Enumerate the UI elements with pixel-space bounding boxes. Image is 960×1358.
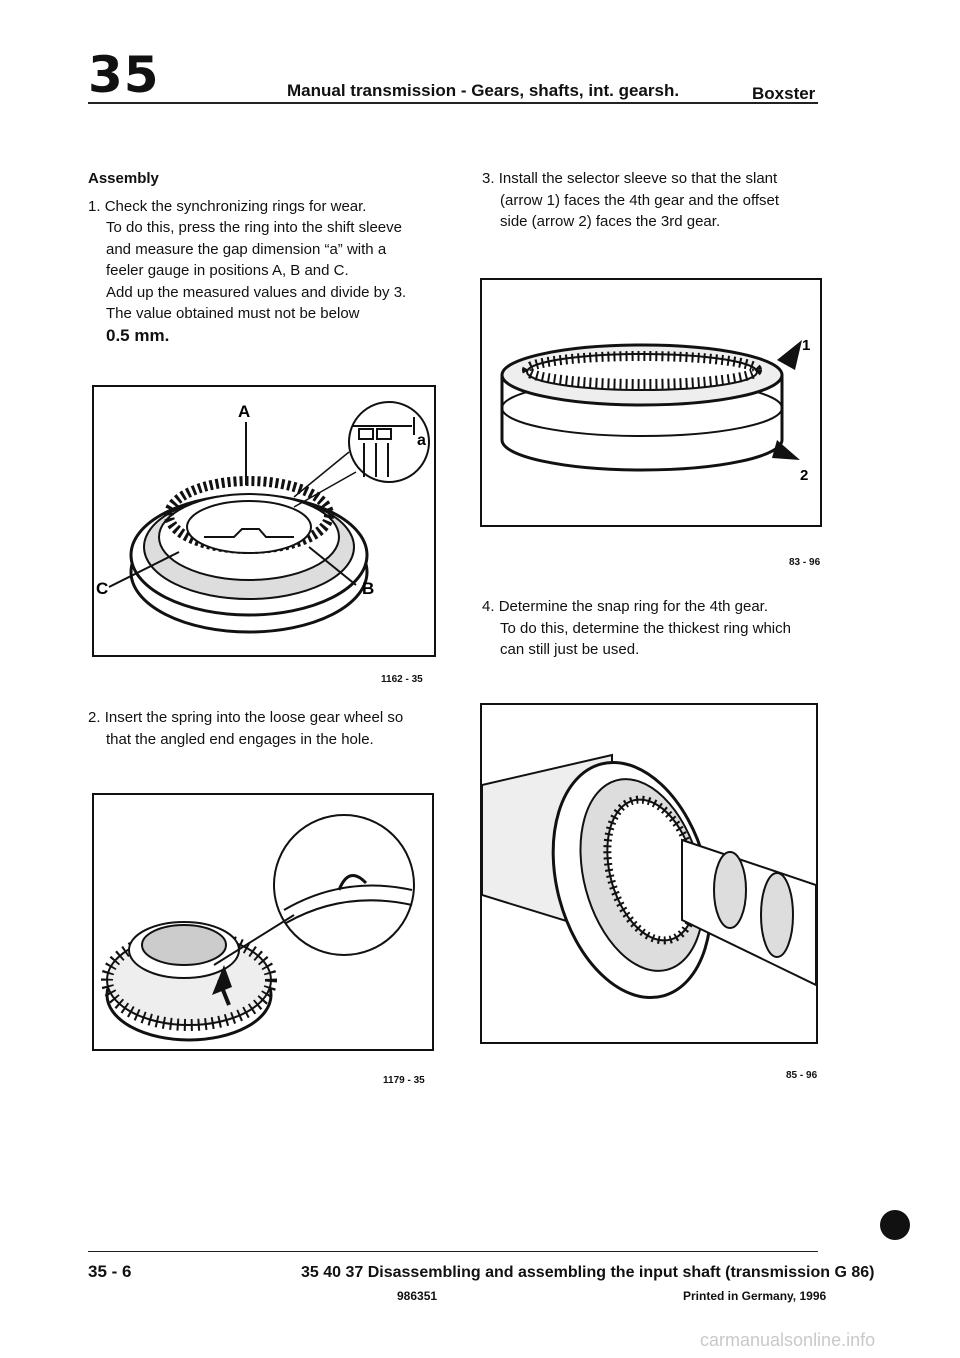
- printed-note: Printed in Germany, 1996: [683, 1289, 827, 1303]
- step-4: 4. Determine the snap ring for the 4th g…: [482, 596, 840, 661]
- document-number: 986351: [397, 1289, 438, 1303]
- step-2-line-2: that the angled end engages in the hole.: [106, 730, 374, 748]
- watermark: carmanualsonline.info: [700, 1330, 876, 1350]
- figure-snap-ring: [480, 703, 818, 1044]
- selector-sleeve-illustration: 1 2: [500, 337, 810, 484]
- step-4-line-1: Determine the snap ring for the 4th gear…: [498, 598, 769, 615]
- figure-4-ref: 85 - 96: [786, 1070, 818, 1081]
- binding-hole-marker: [880, 1210, 910, 1240]
- label-b: B: [362, 579, 374, 598]
- page-number: 35 - 6: [88, 1262, 132, 1281]
- footer-title: 35 40 37 Disassembling and assembling th…: [301, 1264, 875, 1281]
- step-3-line-3: side (arrow 2) faces the 3rd gear.: [500, 213, 721, 230]
- arrow-2-label: 2: [800, 467, 808, 484]
- step-1-line-4: feeler gauge in positions A, B and C.: [106, 262, 349, 279]
- header-rule: [88, 102, 818, 104]
- step-3-line-1: Install the selector sleeve so that the …: [498, 170, 778, 187]
- snap-ring-illustration: [482, 753, 816, 1000]
- figure-2-ref: 1179 - 35: [383, 1075, 425, 1086]
- step-1-line-3: and measure the gap dimension “a” with a: [106, 240, 387, 258]
- step-1-line-1: Check the synchronizing rings for wear.: [104, 197, 367, 215]
- step-3: 3. Install the selector sleeve so that t…: [482, 168, 840, 233]
- figure-selector-sleeve: 1 2: [480, 278, 822, 527]
- figure-3-ref: 83 - 96: [789, 557, 821, 568]
- assembly-section: Assembly 1. Check the synchronizing ring…: [88, 168, 448, 347]
- figure-synchro-ring-gap: A C B a: [92, 385, 436, 657]
- step-2-number: 2.: [88, 709, 101, 726]
- figure-1-ref: 1162 - 35: [381, 674, 423, 685]
- gear-spring-illustration: [101, 814, 415, 1042]
- figure-spring-gear: [92, 793, 434, 1051]
- section-heading: Assembly: [88, 170, 159, 187]
- label-c: C: [96, 579, 108, 598]
- header-title: Manual transmission - Gears, shafts, int…: [287, 81, 680, 100]
- step-1-line-5: Add up the measured values and divide by…: [106, 283, 407, 301]
- step-3-line-2: (arrow 1) faces the 4th gear and the off…: [500, 191, 780, 209]
- step-1: 1. Check the synchronizing rings for wea…: [88, 196, 448, 348]
- step-4-number: 4.: [482, 598, 495, 615]
- step-1-number: 1.: [88, 197, 101, 215]
- arrow-1-label: 1: [802, 337, 810, 354]
- step-4-line-2: To do this, determine the thickest ring …: [500, 619, 791, 637]
- header-model: Boxster: [752, 84, 816, 103]
- step-1-limit: 0.5 mm.: [106, 325, 170, 345]
- step-1-line-2: To do this, press the ring into the shif…: [106, 219, 402, 236]
- step-3-number: 3.: [482, 170, 495, 187]
- chapter-number: 35: [88, 46, 160, 104]
- step-2: 2. Insert the spring into the loose gear…: [88, 707, 466, 750]
- footer-rule: [88, 1251, 818, 1252]
- synchro-ring-illustration: A C B a: [96, 401, 430, 634]
- step-1-line-6: The value obtained must not be below: [106, 305, 360, 322]
- step-2-line-1: Insert the spring into the loose gear wh…: [104, 709, 404, 726]
- label-a: A: [238, 402, 250, 421]
- label-gap-a: a: [417, 432, 426, 449]
- step-4-line-3: can still just be used.: [500, 641, 640, 658]
